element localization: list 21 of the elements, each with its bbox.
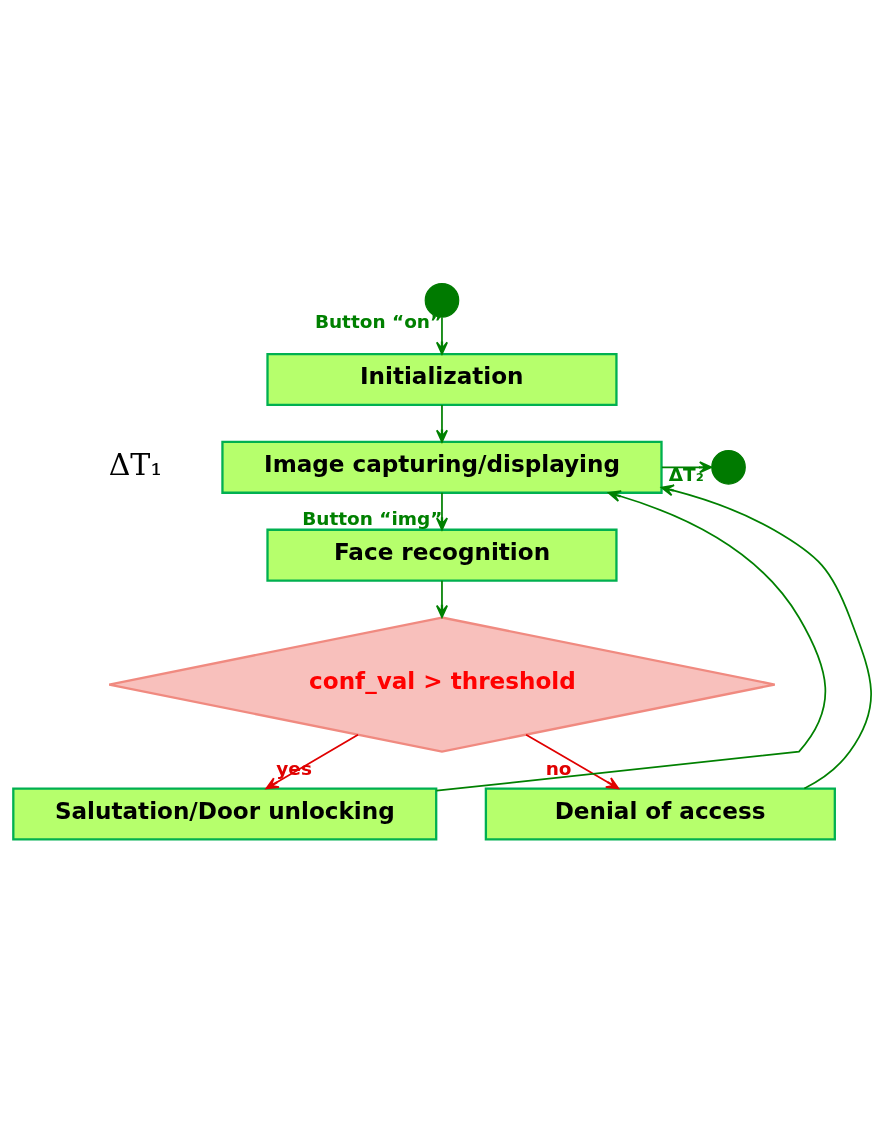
arrow xyxy=(435,579,449,619)
arrow xyxy=(265,734,359,790)
arrow xyxy=(435,316,449,355)
node-box: Denial of access xyxy=(484,787,836,841)
arrow xyxy=(661,461,713,474)
arrow xyxy=(435,490,827,792)
node-box: Salutation/Door unlocking xyxy=(12,787,438,841)
arrow xyxy=(435,404,449,443)
edge-label: ΔT₂ xyxy=(668,463,704,485)
node-diamond: conf_val > threshold xyxy=(108,616,776,753)
node-box: Image capturing/displaying xyxy=(221,440,663,494)
arrow xyxy=(660,484,872,790)
edge-label: Button “on” xyxy=(314,311,443,333)
node-box: Face recognition xyxy=(266,528,618,582)
edge-label: no xyxy=(545,758,572,780)
node-circle xyxy=(711,450,746,485)
node-box: Initialization xyxy=(266,352,618,407)
edge-label: Button “img” xyxy=(302,507,443,529)
arrow xyxy=(525,733,620,790)
arrow xyxy=(435,491,449,531)
label: ΔT₁ xyxy=(108,446,163,482)
